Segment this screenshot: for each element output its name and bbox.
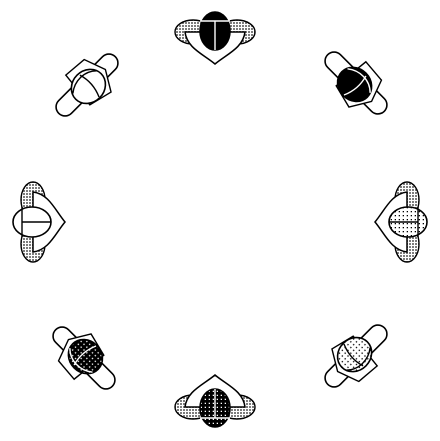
figure-right [375, 182, 427, 262]
figure-left [13, 182, 65, 262]
figure-bottom-left [40, 314, 128, 402]
figure-top-right [312, 39, 400, 127]
figure-bottom-right [312, 312, 400, 400]
figure-top [175, 12, 255, 64]
figure-bottom [175, 375, 255, 427]
figure-top-left [43, 41, 131, 129]
